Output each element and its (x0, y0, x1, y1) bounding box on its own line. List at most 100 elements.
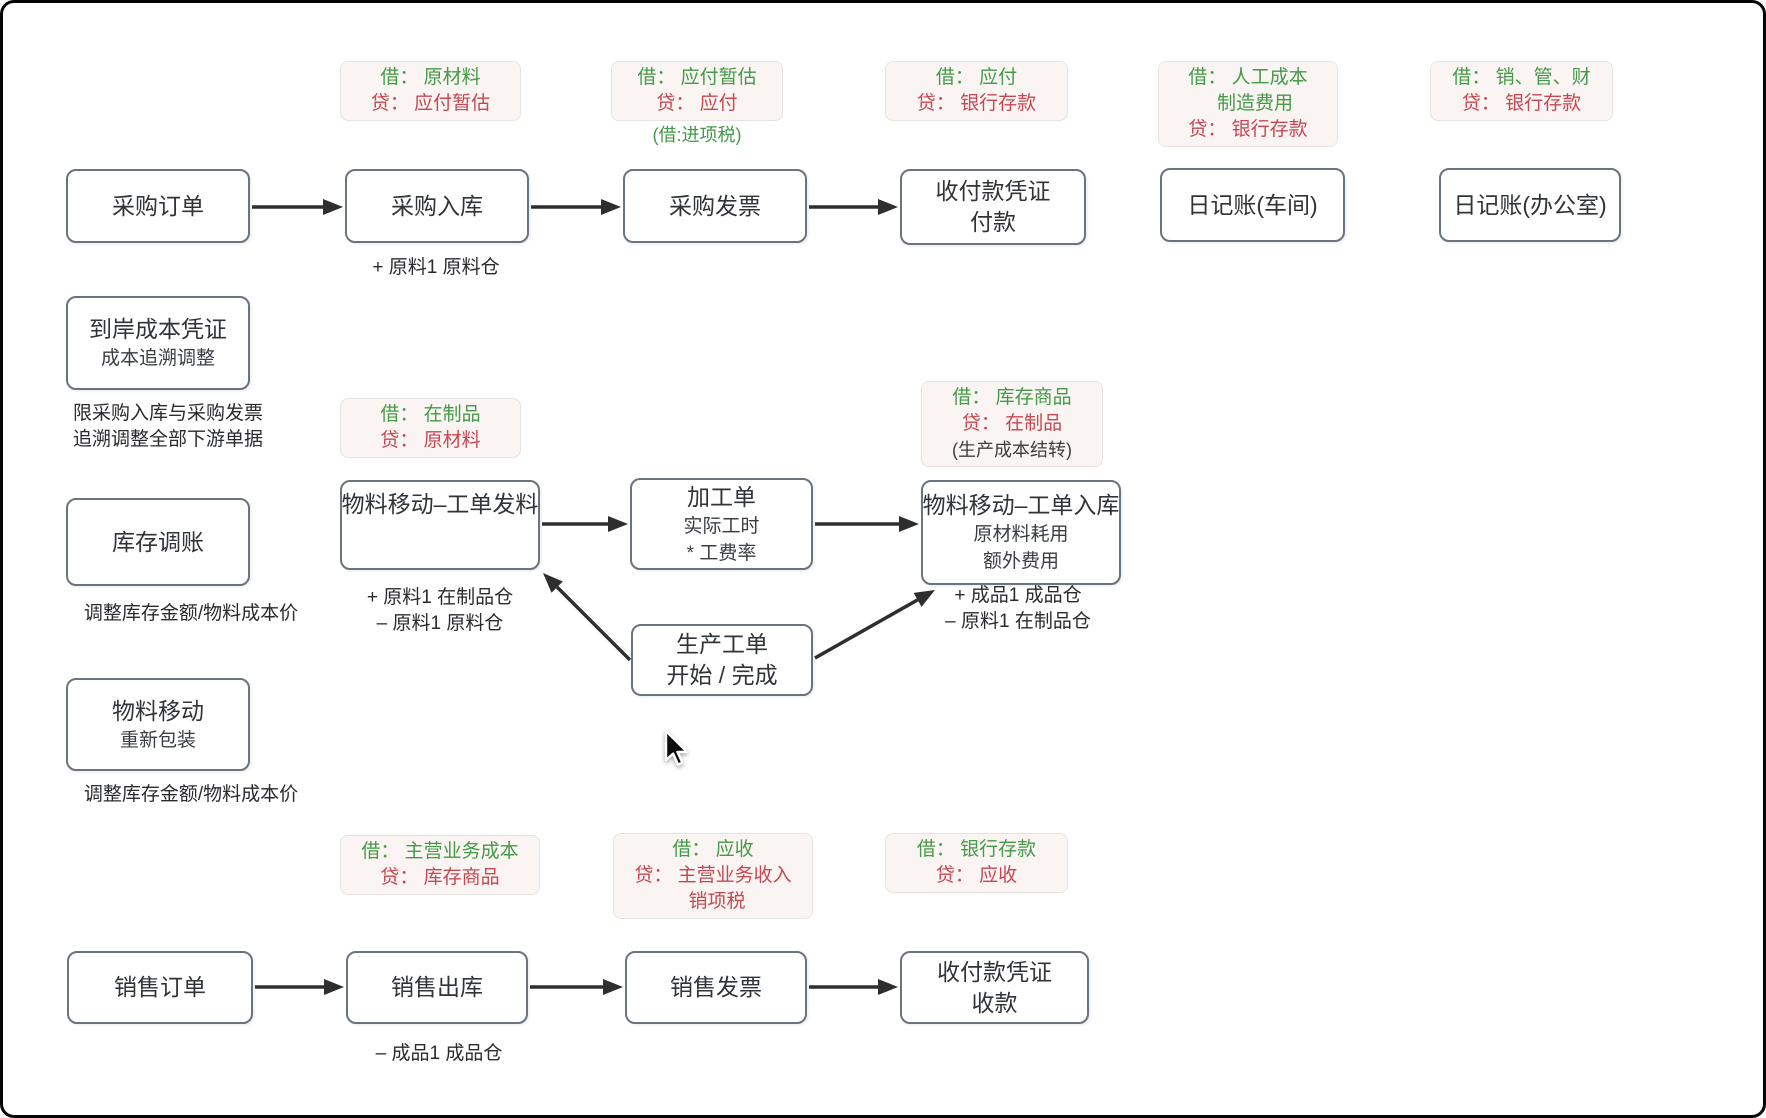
node-journal-office[interactable]: 日记账(办公室) (1439, 168, 1621, 242)
node-sales-order[interactable]: 销售订单 (67, 951, 253, 1024)
note-payment-box[interactable]: 借： 应付贷： 银行存款 (885, 61, 1068, 121)
node-purchase-invoice-label: 采购发票 (669, 192, 761, 219)
note-receipt: 借： 银行存款贷： 应收 (885, 833, 1068, 893)
node-payment-voucher-pay[interactable]: 收付款凭证付款 (900, 169, 1086, 245)
node-process-order[interactable]: 加工单实际工时* 工费率 (630, 478, 813, 570)
arrow-process-to-receipt (815, 516, 919, 532)
caption-move-receipt: + 成品1 成品仓 – 原料1 在制品仓 (945, 583, 1091, 635)
note-move-receipt-line: 借： 库存商品 (952, 387, 1072, 408)
node-journal-workshop-label: 日记账(车间) (1187, 191, 1318, 218)
node-process-order-label: 加工单 (687, 483, 756, 510)
caption-move-issue: + 原料1 在制品仓 – 原料1 原料仓 (367, 585, 513, 637)
node-landed-cost-voucher[interactable]: 到岸成本凭证成本追溯调整 (66, 296, 250, 390)
caption-landed-cost: 限采购入库与采购发票追溯调整全部下游单据 (73, 401, 263, 453)
arrow-invoice-to-payment (809, 199, 898, 215)
note-purchase-invoice-box[interactable]: 借： 应付暂估贷： 应付 (611, 61, 783, 121)
node-purchase-order-label: 采购订单 (112, 192, 204, 219)
note-purchase-invoice-after-line: (借:进项税) (652, 125, 742, 145)
note-move-issue-line: 借： 在制品 (380, 404, 481, 425)
note-journal-office-line: 贷： 银行存款 (1461, 93, 1582, 114)
node-sales-delivery-label: 销售出库 (391, 974, 483, 1000)
arrow-po-to-receipt (252, 199, 343, 215)
node-sales-delivery[interactable]: 销售出库 (346, 951, 528, 1024)
arrow-invoice-to-receipt (809, 979, 898, 995)
node-material-move-repack[interactable]: 物料移动重新包装 (66, 678, 250, 771)
node-material-move-repack-label: 重新包装 (119, 729, 196, 751)
caption-purchase-receipt-line: + 原料1 原料仓 (372, 257, 500, 278)
arrow-receipt-to-invoice (531, 199, 621, 215)
node-material-move-repack-label: 物料移动 (112, 697, 204, 724)
node-landed-cost-voucher-label: 到岸成本凭证 (89, 316, 227, 342)
node-inventory-adjustment[interactable]: 库存调账 (66, 498, 250, 586)
note-sales-invoice-line: 销项税 (688, 891, 746, 912)
caption-purchase-receipt: + 原料1 原料仓 (372, 255, 499, 281)
node-payment-voucher-receive-label: 收付款凭证 (937, 958, 1052, 985)
note-move-issue-box[interactable]: 借： 在制品贷： 原材料 (340, 398, 521, 458)
note-move-receipt: 借： 库存商品贷： 在制品(生产成本结转) (921, 381, 1103, 467)
caption-move-receipt-line: + 成品1 成品仓 (954, 585, 1082, 606)
caption-move-issue-line: + 原料1 在制品仓 (366, 587, 514, 608)
note-receipt-line: 贷： 应收 (935, 865, 1018, 886)
node-purchase-invoice[interactable]: 采购发票 (623, 169, 807, 243)
note-move-issue-line: 贷： 原材料 (380, 430, 481, 451)
note-move-receipt-box[interactable]: 借： 库存商品贷： 在制品(生产成本结转) (921, 381, 1103, 467)
note-sales-invoice-line: 贷： 主营业务收入 (634, 865, 792, 886)
note-sales-delivery-line: 借： 主营业务成本 (361, 841, 519, 862)
note-journal-workshop-box[interactable]: 借： 人工成本制造费用贷： 银行存款 (1158, 61, 1338, 147)
node-process-order-label: 实际工时 (683, 515, 760, 537)
note-move-issue: 借： 在制品贷： 原材料 (340, 398, 521, 458)
note-purchase-invoice: 借： 应付暂估贷： 应付 (借:进项税) (611, 61, 783, 147)
arrow-production-to-receipt (814, 590, 935, 660)
caption-sales-delivery: – 成品1 成品仓 (376, 1041, 503, 1067)
caption-move-receipt-line: – 原料1 在制品仓 (945, 611, 1091, 632)
node-payment-voucher-receive[interactable]: 收付款凭证收款 (900, 951, 1089, 1024)
caption-sales-delivery-line: – 成品1 成品仓 (375, 1043, 503, 1064)
note-payment-line: 借： 应付 (935, 67, 1018, 88)
node-purchase-receipt-label: 采购入库 (391, 192, 483, 219)
note-journal-workshop-line: 借： 人工成本 (1188, 67, 1308, 88)
arrow-production-to-issue (543, 573, 632, 662)
note-sales-delivery-box[interactable]: 借： 主营业务成本贷： 库存商品 (340, 835, 540, 895)
note-payment-line: 贷： 银行存款 (916, 93, 1037, 114)
node-sales-invoice-label: 销售发票 (670, 974, 762, 1000)
node-material-move-receipt-label: 原材料耗用 (973, 524, 1069, 545)
node-material-move-issue[interactable]: 物料移动–工单发料 (340, 480, 540, 570)
caption-inventory-adjustment: 调整库存金额/物料成本价 (84, 601, 298, 627)
note-purchase-receipt-box[interactable]: 借： 原材料贷： 应付暂估 (340, 61, 521, 121)
arrow-delivery-to-invoice (530, 979, 623, 995)
arrow-issue-to-process (542, 516, 628, 532)
note-journal-office-line: 借： 销、管、财 (1452, 67, 1591, 88)
note-journal-workshop-line: 贷： 银行存款 (1188, 119, 1308, 140)
caption-move-issue-line: – 原料1 原料仓 (376, 613, 504, 634)
node-sales-order-label: 销售订单 (114, 974, 206, 1000)
node-production-order-label: 生产工单 (676, 631, 768, 657)
node-material-move-receipt-label: 物料移动–工单入库 (922, 492, 1120, 518)
note-purchase-receipt: 借： 原材料贷： 应付暂估 (340, 61, 521, 121)
node-payment-voucher-receive-label: 收款 (971, 989, 1018, 1016)
note-journal-office-box[interactable]: 借： 销、管、财贷： 银行存款 (1430, 61, 1613, 121)
note-receipt-box[interactable]: 借： 银行存款贷： 应收 (885, 833, 1068, 893)
caption-material-move-repack-line: 调整库存金额/物料成本价 (83, 784, 299, 805)
caption-material-move-repack: 调整库存金额/物料成本价 (84, 782, 298, 808)
node-material-move-receipt[interactable]: 物料移动–工单入库原材料耗用额外费用 (921, 480, 1121, 585)
node-production-order[interactable]: 生产工单开始 / 完成 (631, 624, 813, 696)
node-material-move-receipt-label: 额外费用 (982, 551, 1059, 572)
caption-inventory-adjustment-line: 调整库存金额/物料成本价 (83, 603, 299, 624)
note-journal-office: 借： 销、管、财贷： 银行存款 (1430, 61, 1613, 121)
node-inventory-adjustment-label: 库存调账 (112, 528, 204, 555)
note-sales-invoice: 借： 应收贷： 主营业务收入销项税 (613, 833, 813, 919)
node-sales-invoice[interactable]: 销售发票 (625, 951, 807, 1024)
node-purchase-order[interactable]: 采购订单 (66, 169, 250, 243)
node-purchase-receipt[interactable]: 采购入库 (345, 169, 529, 243)
caption-landed-cost-line: 限采购入库与采购发票 (72, 403, 264, 424)
node-material-move-issue-label: 物料移动–工单发料 (341, 491, 539, 517)
node-payment-voucher-pay-label: 收付款凭证 (935, 178, 1051, 204)
note-sales-invoice-box[interactable]: 借： 应收贷： 主营业务收入销项税 (613, 833, 813, 919)
note-purchase-receipt-line: 借： 原材料 (380, 67, 481, 88)
note-journal-workshop-line: 制造费用 (1216, 93, 1293, 114)
note-sales-delivery: 借： 主营业务成本贷： 库存商品 (340, 835, 540, 895)
node-journal-workshop[interactable]: 日记账(车间) (1160, 168, 1345, 242)
note-payment: 借： 应付贷： 银行存款 (885, 61, 1068, 121)
